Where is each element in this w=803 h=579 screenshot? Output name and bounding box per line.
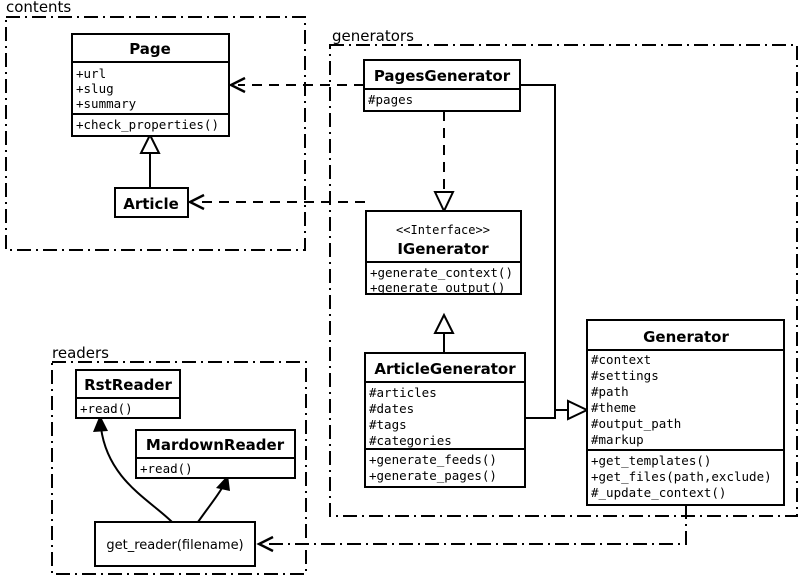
creates-getreader-mardownreader-line xyxy=(197,487,223,523)
class-generator-method-2: #_update_context() xyxy=(591,485,726,500)
real-pagesgenerator-igenerator-arrowhead xyxy=(433,191,455,214)
class-generator-method-1: +get_files(path,exclude) xyxy=(591,469,772,484)
class-generator-attr-1: #settings xyxy=(591,368,659,383)
class-pagesgenerator-name: PagesGenerator xyxy=(374,67,511,85)
class-article[interactable]: Article xyxy=(114,187,189,218)
package-readers-border xyxy=(51,361,307,575)
class-igenerator-box xyxy=(365,210,522,295)
gen-articlegenerator-igenerator-arrowhead xyxy=(433,312,455,334)
class-articlegenerator-attr-0: #articles xyxy=(369,385,437,400)
class-generator-attr-2: #path xyxy=(591,384,629,399)
class-igenerator-method-1: +generate_output() xyxy=(370,280,505,295)
class-rstreader[interactable]: RstReader +read() xyxy=(75,369,181,419)
class-page-name: Page xyxy=(129,40,171,58)
class-generator-attr-5: #markup xyxy=(591,432,644,447)
class-mardownreader-method-0: +read() xyxy=(140,461,193,476)
class-page-attr-1: +slug xyxy=(76,81,114,96)
class-generator-method-0: +get_templates() xyxy=(591,453,711,468)
class-mardownreader-name: MardownReader xyxy=(146,436,285,454)
class-articlegenerator-box xyxy=(364,352,526,488)
gen-article-page-arrowhead xyxy=(139,132,161,154)
class-articlegenerator-attr-3: #categories xyxy=(369,433,452,448)
class-articlegenerator-attr-1: #dates xyxy=(369,401,414,416)
package-contents-border xyxy=(5,16,306,251)
package-contents-label: contents xyxy=(6,0,71,16)
class-articlegenerator-name: ArticleGenerator xyxy=(374,360,516,378)
class-mardownreader-box xyxy=(135,429,296,479)
class-rstreader-method-0: +read() xyxy=(80,401,133,416)
class-igenerator-method-0: +generate_context() xyxy=(370,265,513,280)
function-get-reader-label: get_reader(filename) xyxy=(106,538,243,553)
dep-generator-getreader-line xyxy=(266,505,687,545)
class-igenerator[interactable]: <<Interface>> IGenerator +generate_conte… xyxy=(365,210,522,295)
creates-getreader-rstreader-line xyxy=(100,427,173,523)
gen-pagesgenerator-generator-line xyxy=(520,84,568,411)
creates-getreader-rstreader-arrowhead xyxy=(93,415,108,432)
class-generator-attr-4: #output_path xyxy=(591,416,681,431)
class-page[interactable]: Page +url +slug +summary +check_properti… xyxy=(71,33,230,137)
class-pagesgenerator-box xyxy=(363,59,521,112)
dep-articlegenerator-article-arrow xyxy=(187,193,205,211)
class-generator-attr-3: #theme xyxy=(591,400,636,415)
package-generators-label: generators xyxy=(332,27,414,45)
class-article-name: Article xyxy=(123,195,179,213)
class-articlegenerator[interactable]: ArticleGenerator #articles #dates #tags … xyxy=(364,352,526,488)
package-readers-label: readers xyxy=(52,344,109,362)
class-page-attr-2: +summary xyxy=(76,96,137,111)
class-rstreader-name: RstReader xyxy=(84,376,172,394)
dep-pagesgenerator-page-arrow xyxy=(228,76,246,94)
class-articlegenerator-method-0: +generate_feeds() xyxy=(369,452,497,467)
class-pagesgenerator[interactable]: PagesGenerator #pages xyxy=(363,59,521,112)
class-mardownreader[interactable]: MardownReader +read() xyxy=(135,429,296,479)
class-article-box xyxy=(114,187,189,218)
class-igenerator-name: IGenerator xyxy=(397,240,489,258)
class-articlegenerator-attr-2: #tags xyxy=(369,417,407,432)
class-page-attr-0: +url xyxy=(76,66,106,81)
class-igenerator-stereotype: <<Interface>> xyxy=(396,223,490,237)
class-generator-attr-0: #context xyxy=(591,352,651,367)
gen-articlegenerator-generator-line xyxy=(525,410,556,419)
function-get-reader-box xyxy=(94,521,256,567)
class-rstreader-box xyxy=(75,369,181,419)
class-generator[interactable]: Generator #context #settings #path #them… xyxy=(586,319,785,506)
class-articlegenerator-method-1: +generate_pages() xyxy=(369,468,497,483)
gen-to-generator-arrowhead xyxy=(567,399,590,421)
class-page-box xyxy=(71,33,230,137)
class-pagesgenerator-attr-0: #pages xyxy=(368,92,413,107)
class-page-method-0: +check_properties() xyxy=(76,117,219,132)
dep-generator-getreader-arrow xyxy=(256,535,274,553)
package-generators-border xyxy=(329,44,798,517)
class-generator-name: Generator xyxy=(643,328,729,346)
function-get-reader[interactable]: get_reader(filename) xyxy=(94,521,256,567)
